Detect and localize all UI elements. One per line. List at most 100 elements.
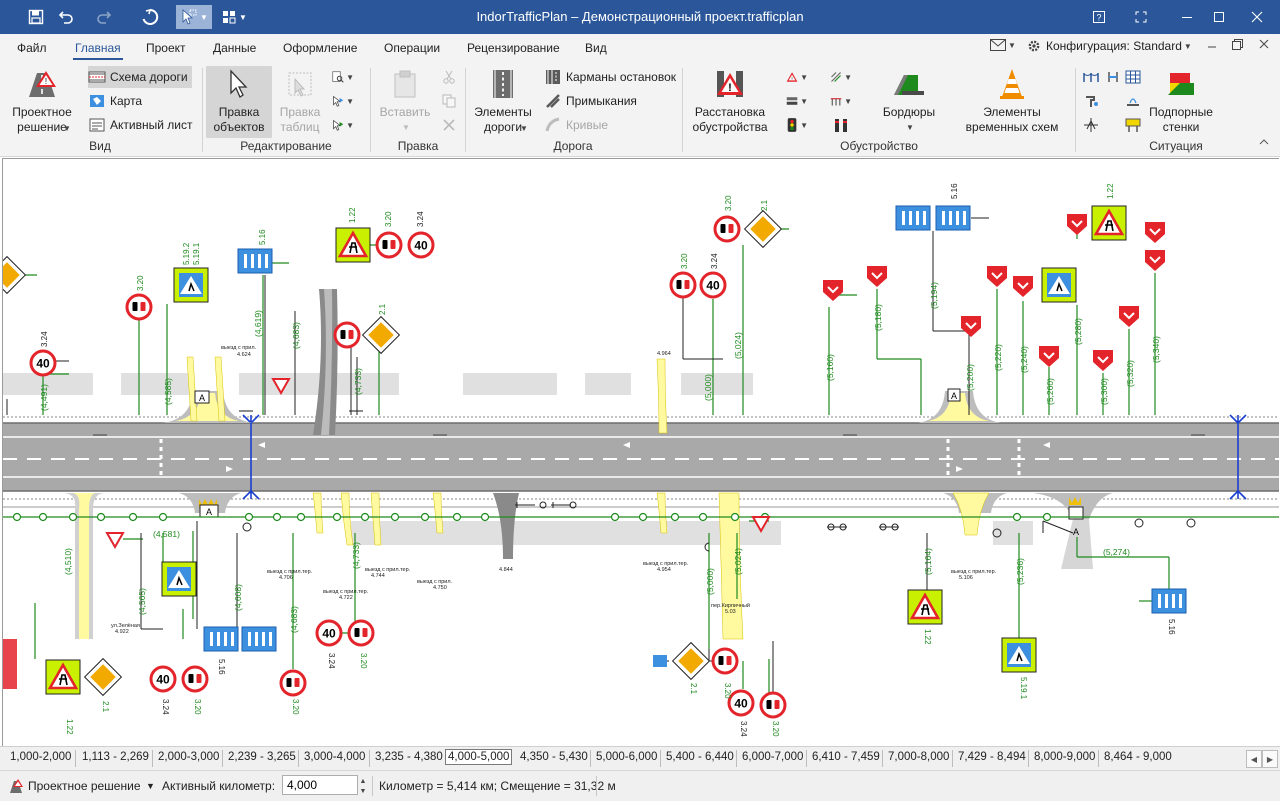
- km-tab[interactable]: 3,000-4,000: [304, 751, 366, 763]
- km-tab-separator: [660, 750, 661, 767]
- curbs-button[interactable]: Бордюры ▼: [880, 66, 938, 135]
- spin-down-icon[interactable]: ▼: [359, 787, 367, 795]
- tab-design[interactable]: Оформление: [283, 41, 358, 55]
- placement-button[interactable]: ! Расстановка обустройства: [690, 66, 770, 135]
- map-button[interactable]: Карта: [88, 90, 142, 112]
- km-tab-active[interactable]: 4,000-5,000: [445, 749, 513, 765]
- mode-selector[interactable]: Проектное решение: [28, 779, 141, 793]
- km-tab[interactable]: 7,429 - 8,494: [958, 751, 1026, 763]
- chainage-label: (5,240): [1019, 346, 1029, 373]
- tab-data[interactable]: Данные: [213, 41, 257, 55]
- help-icon[interactable]: ?: [1076, 0, 1122, 34]
- temp-schemes-button[interactable]: Элементы временных схем: [956, 66, 1068, 135]
- mail-icon[interactable]: ▼: [990, 39, 1016, 51]
- km-tab[interactable]: 2,239 - 3,265: [228, 751, 296, 763]
- delete-icon[interactable]: [438, 114, 460, 136]
- status-separator: [596, 776, 597, 796]
- spin-up-icon[interactable]: ▲: [359, 777, 367, 785]
- map-label: Карта: [110, 94, 143, 108]
- redo-icon[interactable]: [92, 5, 116, 29]
- road-elements-button[interactable]: Элементы дороги ▼: [472, 66, 534, 136]
- cursor-icon: [221, 66, 257, 102]
- temp-schemes-label: Элементы временных схем: [965, 105, 1059, 134]
- road-plan-drawing[interactable]: 40: [3, 159, 1279, 747]
- minimize-button[interactable]: [1164, 0, 1210, 34]
- warning-sign-icon[interactable]: !▼: [786, 66, 808, 88]
- layout-icon[interactable]: ▼: [218, 5, 250, 29]
- traffic-light-icon[interactable]: ▼: [786, 114, 808, 136]
- km-tab[interactable]: 8,464 - 9,000: [1104, 751, 1172, 763]
- exit-value: 4.722: [339, 595, 353, 601]
- km-tab[interactable]: 3,235 - 4,380: [375, 751, 443, 763]
- tab-home[interactable]: Главная: [73, 41, 123, 60]
- ribbon-restore-icon[interactable]: [1232, 39, 1243, 50]
- sign-code-label: 3.24: [710, 253, 719, 269]
- billboard-icon[interactable]: [1122, 114, 1144, 136]
- km-tab[interactable]: 6,410 - 7,459: [812, 751, 880, 763]
- ribbon-minimize-icon[interactable]: [1207, 39, 1217, 49]
- tab-file[interactable]: Файл: [17, 41, 47, 55]
- barrier-icon[interactable]: ▼: [786, 90, 808, 112]
- edit-objects-button[interactable]: Правка объектов: [206, 66, 272, 138]
- fountain-icon[interactable]: [1122, 90, 1144, 112]
- grid-blue-icon[interactable]: [1122, 66, 1144, 88]
- bus-stop-pockets-button[interactable]: Карманы остановок: [544, 66, 676, 88]
- ribbon-close-icon[interactable]: [1259, 39, 1269, 49]
- utility-lines-icon[interactable]: [1080, 66, 1102, 88]
- km-tab[interactable]: 7,000-8,000: [888, 751, 950, 763]
- zoom-doc-icon[interactable]: ▼: [332, 66, 354, 88]
- km-tab[interactable]: 5,400 - 6,440: [666, 751, 734, 763]
- hydrant-icon[interactable]: [1080, 90, 1102, 112]
- post-icon[interactable]: [830, 114, 852, 136]
- fullscreen-icon[interactable]: [1118, 0, 1164, 34]
- km-tab[interactable]: 6,000-7,000: [742, 751, 804, 763]
- project-solution-button[interactable]: ! Проектное решение ▼: [6, 66, 78, 136]
- maximize-button[interactable]: [1196, 0, 1242, 34]
- mode-dropdown-icon[interactable]: ▼: [146, 781, 155, 791]
- km-tab[interactable]: 2,000-3,000: [158, 751, 220, 763]
- copy-icon[interactable]: [438, 90, 460, 112]
- curves-button[interactable]: Кривые: [544, 114, 608, 136]
- config-selector[interactable]: Конфигурация: Standard ▼: [1027, 39, 1192, 53]
- arrow-green-icon[interactable]: ▼: [332, 114, 354, 136]
- active-km-input[interactable]: [282, 775, 358, 795]
- chainage-label: (5,024): [733, 332, 743, 359]
- paste-button[interactable]: Вставить ▼: [378, 66, 432, 135]
- ribbon-separator: [465, 68, 466, 152]
- svg-text:!: !: [45, 77, 47, 86]
- benchmark-icon[interactable]: [1080, 114, 1102, 136]
- collapse-ribbon-icon[interactable]: [1256, 134, 1272, 150]
- cut-icon[interactable]: [438, 66, 460, 88]
- edit-tables-button[interactable]: Правка таблиц: [274, 66, 326, 135]
- plan-canvas[interactable]: 40: [2, 158, 1279, 747]
- km-tab[interactable]: 8,000-9,000: [1034, 751, 1096, 763]
- km-tab[interactable]: 4,350 - 5,430: [520, 751, 588, 763]
- junctions-button[interactable]: Примыкания: [544, 90, 637, 112]
- refresh-icon[interactable]: [138, 5, 162, 29]
- road-scheme-button[interactable]: Схема дороги: [88, 66, 192, 88]
- km-scroll-left-icon[interactable]: ◀: [1246, 750, 1262, 768]
- km-tab[interactable]: 1,113 - 2,269: [82, 751, 149, 763]
- selection-mode-icon[interactable]: ▼: [176, 5, 212, 29]
- curb-icon: [891, 66, 927, 102]
- save-icon[interactable]: [24, 5, 48, 29]
- km-tab[interactable]: 1,000-2,000: [10, 751, 72, 763]
- fence-icon[interactable]: ▼: [830, 90, 852, 112]
- undo-icon[interactable]: [54, 5, 78, 29]
- close-button[interactable]: [1234, 0, 1280, 34]
- tab-project[interactable]: Проект: [146, 41, 186, 55]
- arrow-blue-icon[interactable]: ▼: [332, 90, 354, 112]
- tab-operations[interactable]: Операции: [384, 41, 441, 55]
- pipe-icon[interactable]: [1102, 66, 1124, 88]
- km-scroll-right-icon[interactable]: ▶: [1262, 750, 1278, 768]
- ribbon-separator: [1075, 68, 1076, 152]
- km-tab[interactable]: 5,000-6,000: [596, 751, 658, 763]
- sign-code-label: 1.22: [923, 629, 932, 645]
- tab-review[interactable]: Рецензирование: [467, 41, 560, 55]
- active-sheet-button[interactable]: Активный лист: [88, 114, 192, 136]
- km-tab-separator: [590, 750, 591, 767]
- marking-line-icon[interactable]: ▼: [830, 66, 852, 88]
- retaining-walls-button[interactable]: Подпорные стенки: [1146, 66, 1216, 135]
- tab-view[interactable]: Вид: [585, 41, 607, 55]
- sign-code-label: 5.19.1: [192, 242, 201, 265]
